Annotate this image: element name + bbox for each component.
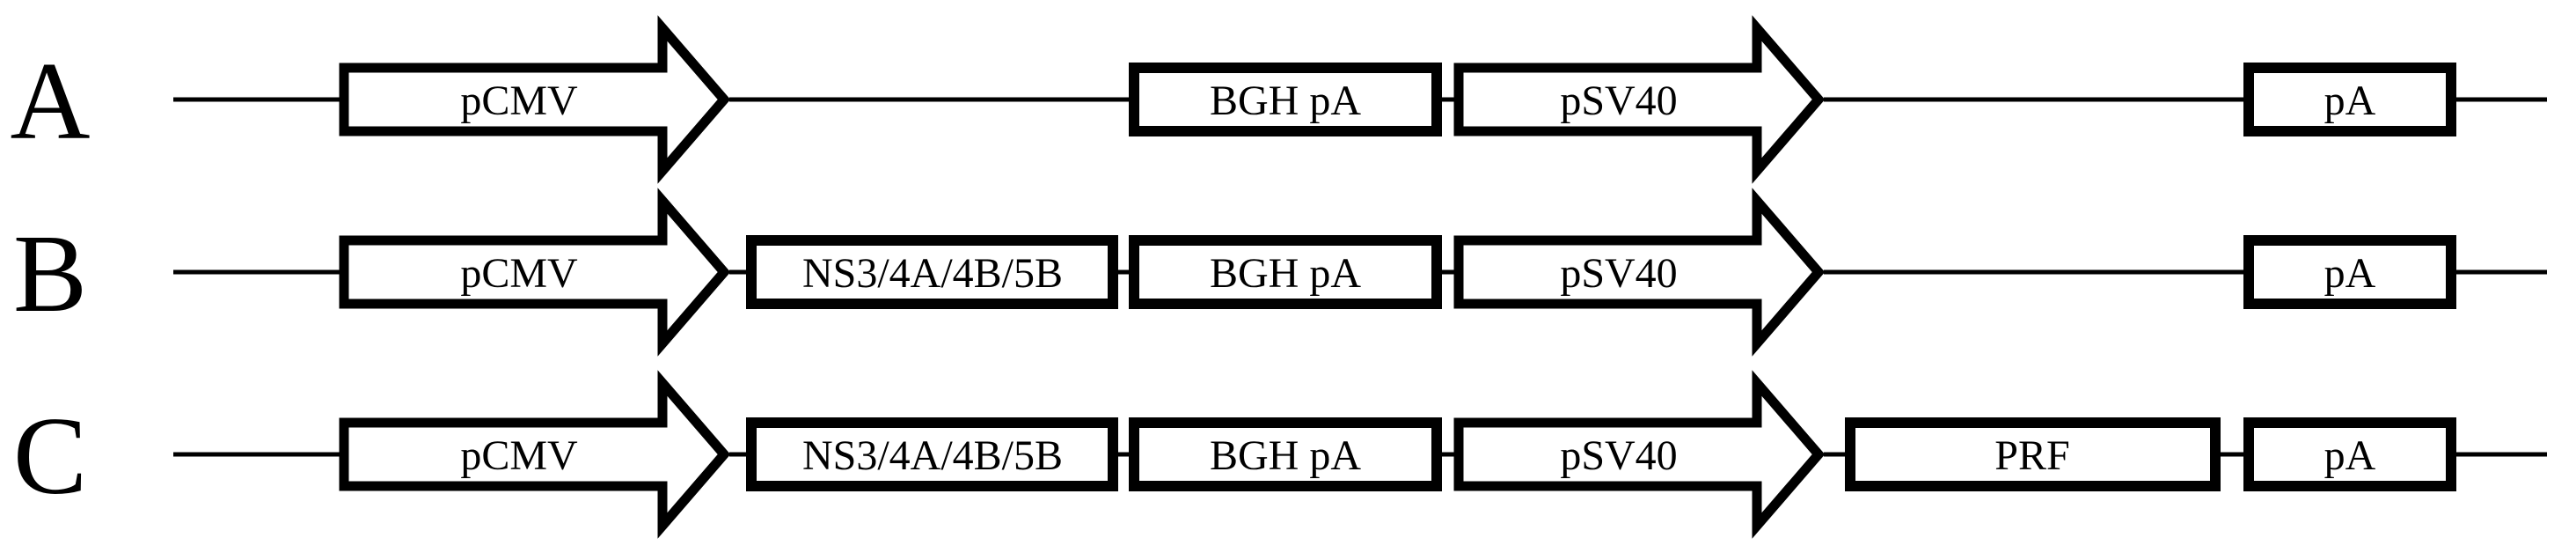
ns-gene-label: NS3/4A/4B/5B <box>802 250 1063 297</box>
psv40-label: pSV40 <box>1560 250 1677 297</box>
pcmv-label: pCMV <box>460 250 578 297</box>
bgh-pa-box <box>1129 417 1442 491</box>
construct-a-letter: A <box>11 41 91 163</box>
prf-box <box>1845 417 2221 491</box>
psv40-label: pSV40 <box>1560 432 1677 479</box>
bgh-pa-label: BGH pA <box>1210 432 1361 479</box>
pa-box <box>2243 235 2456 309</box>
pcmv-promoter-arrow <box>339 15 731 184</box>
ns-gene-label: NS3/4A/4B/5B <box>802 432 1063 479</box>
construct-c: C pCMV NS3/4A/4B/5B BGH pA pSV40 PRF pA <box>13 370 2547 539</box>
bgh-pa-box <box>1129 63 1442 136</box>
construct-c-letter: C <box>13 395 87 518</box>
bgh-pa-label: BGH pA <box>1210 77 1361 124</box>
prf-label: PRF <box>1994 432 2069 479</box>
construct-a: A pCMV BGH pA pSV40 pA <box>11 15 2547 184</box>
pcmv-promoter-arrow <box>339 370 731 539</box>
pcmv-label: pCMV <box>460 77 578 124</box>
construct-b: B pCMV NS3/4A/4B/5B BGH pA pSV40 pA <box>13 188 2547 357</box>
pa-box <box>2243 63 2456 136</box>
pcmv-label: pCMV <box>460 432 578 479</box>
psv40-promoter-arrow <box>1453 15 1826 184</box>
psv40-promoter-arrow <box>1453 188 1826 357</box>
bgh-pa-label: BGH pA <box>1210 250 1361 297</box>
pa-box <box>2243 417 2456 491</box>
psv40-promoter-arrow <box>1453 370 1826 539</box>
construct-b-letter: B <box>13 213 87 335</box>
pcmv-promoter-arrow <box>339 188 731 357</box>
pa-label: pA <box>2324 432 2376 479</box>
pa-label: pA <box>2324 250 2376 297</box>
psv40-label: pSV40 <box>1560 77 1677 124</box>
pa-label: pA <box>2324 77 2376 124</box>
